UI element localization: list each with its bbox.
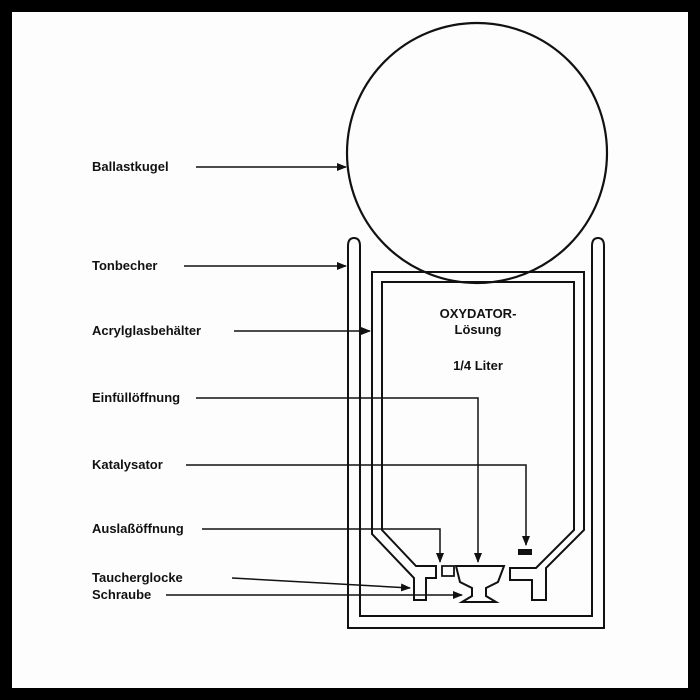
diving-bell-arrow — [231, 577, 411, 592]
fill-opening-arrow — [196, 397, 482, 563]
label-diving-bell: Taucherglocke — [92, 570, 183, 585]
ballast-sphere — [345, 21, 609, 285]
diagram-frame: Ballastkugel Tonbecher Acrylglasbehälter… — [12, 12, 688, 688]
diving-bell-notch — [441, 565, 455, 577]
diving-bell — [454, 565, 506, 603]
label-ballast-sphere: Ballastkugel — [92, 159, 169, 174]
catalyst-block — [518, 549, 532, 555]
acrylic-container — [371, 271, 585, 601]
label-clay-cup: Tonbecher — [92, 258, 158, 273]
outlet-opening-arrow — [202, 528, 444, 563]
label-fill-opening: Einfüllöffnung — [92, 390, 180, 405]
solution-title-line2: Lösung — [455, 322, 502, 337]
label-outlet-opening: Auslaßöffnung — [92, 521, 184, 536]
catalyst-arrow — [186, 464, 530, 546]
solution-title-line1: OXYDATOR- — [440, 306, 517, 321]
label-screw: Schraube — [92, 587, 151, 602]
oxydator-diagram: Ballastkugel Tonbecher Acrylglasbehälter… — [92, 21, 609, 629]
solution-volume: 1/4 Liter — [453, 358, 503, 373]
clay-cup-outer — [347, 236, 605, 629]
label-acrylic-container: Acrylglasbehälter — [92, 323, 201, 338]
label-catalyst: Katalysator — [92, 457, 163, 472]
